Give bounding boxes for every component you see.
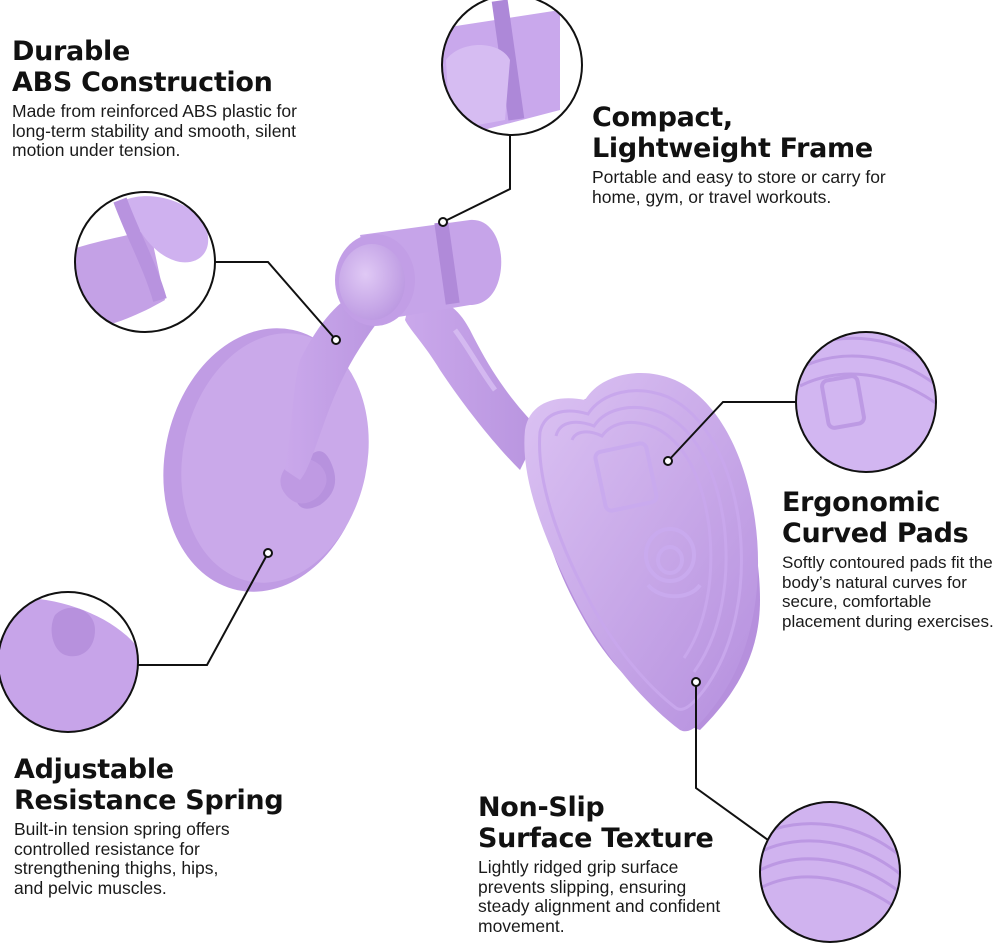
callout-dots [263, 217, 701, 687]
callout-line-frame [442, 135, 511, 223]
zoom-spring-detail [0, 591, 139, 733]
right-pad [524, 372, 760, 732]
callout-line-spring [138, 552, 269, 666]
zoom-abs-detail [74, 191, 216, 333]
callout-line-texture [695, 682, 769, 841]
feature-title: Non-Slip Surface Texture [478, 792, 778, 854]
feature-title-line-1: Non-Slip [478, 792, 605, 823]
feature-description: Softly contoured pads fit the body’s nat… [782, 553, 994, 631]
feature-title-line-1: Compact, [592, 102, 733, 133]
feature-curved-pads: Ergonomic Curved Pads Softly contoured p… [782, 487, 1000, 631]
zoom-pads-detail [795, 331, 937, 473]
hinge [335, 219, 502, 326]
feature-title-line-1: Durable [12, 36, 130, 67]
callout-line-abs [210, 261, 337, 341]
feature-description: Made from reinforced ABS plastic for lon… [12, 101, 297, 160]
feature-lightweight-frame: Compact, Lightweight Frame Portable and … [592, 102, 952, 207]
feature-description: Lightly ridged grip surface prevents sli… [478, 857, 721, 936]
feature-title-line-2: Lightweight Frame [592, 133, 873, 164]
feature-abs-construction: Durable ABS Construction Made from reinf… [12, 36, 342, 161]
feature-title: Adjustable Resistance Spring [14, 754, 314, 816]
feature-title: Compact, Lightweight Frame [592, 102, 952, 164]
feature-surface-texture: Non-Slip Surface Texture Lightly ridged … [478, 792, 778, 936]
feature-title-line-2: Resistance Spring [14, 785, 284, 816]
callout-lines [138, 135, 796, 841]
feature-description: Built-in tension spring offers controlle… [14, 819, 230, 898]
left-arm [285, 290, 395, 480]
zoom-frame-detail [441, 0, 583, 136]
trainer-device [163, 219, 760, 732]
feature-description: Portable and easy to store or carry for … [592, 167, 886, 207]
zoom-texture-detail [759, 801, 901, 943]
feature-title-line-1: Ergonomic [782, 487, 941, 518]
feature-title: Durable ABS Construction [12, 36, 342, 98]
feature-title-line-2: Surface Texture [478, 823, 714, 854]
feature-title: Ergonomic Curved Pads [782, 487, 1000, 549]
feature-title-line-1: Adjustable [14, 754, 174, 785]
feature-title-line-2: Curved Pads [782, 518, 969, 549]
callout-line-pads [667, 401, 796, 462]
feature-resistance-spring: Adjustable Resistance Spring Built-in te… [14, 754, 314, 898]
right-arm [405, 297, 540, 470]
feature-title-line-2: ABS Construction [12, 67, 273, 98]
